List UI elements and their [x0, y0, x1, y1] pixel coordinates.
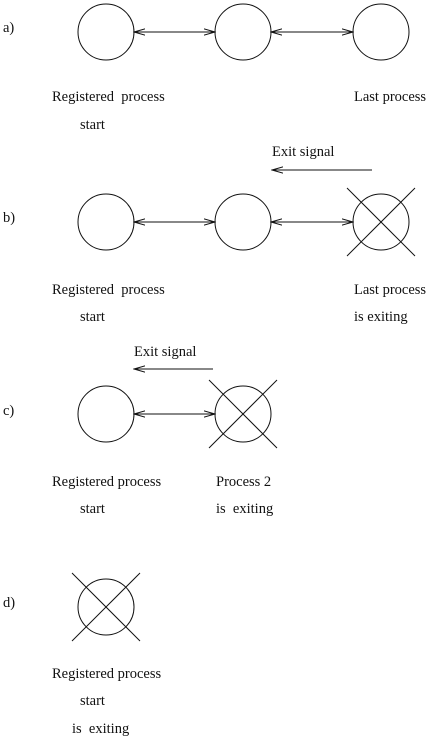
- panel-b: Exit signal b) Registered process start …: [3, 144, 426, 325]
- process-2-label: Process 2: [216, 474, 271, 490]
- exit-cross-icon: [208, 379, 278, 449]
- registered-process-sublabel: start: [80, 693, 105, 709]
- panel-d-label: d): [3, 595, 15, 611]
- last-process-label: Last process: [354, 89, 426, 105]
- panel-a-label: a): [3, 20, 14, 36]
- registered-process-sublabel: start: [80, 501, 105, 517]
- process-node-middle: [214, 3, 272, 61]
- process-node-registered: [77, 385, 135, 443]
- process-node-registered: [77, 3, 135, 61]
- registered-process-sublabel: start: [80, 117, 105, 133]
- registered-process-label: Registered process: [52, 282, 165, 298]
- panel-c: Exit signal c) Registered process start …: [3, 344, 278, 517]
- exit-cross-icon: [71, 572, 141, 642]
- process-node-registered: [77, 193, 135, 251]
- exit-signal-label: Exit signal: [272, 144, 334, 160]
- panel-c-label: c): [3, 403, 14, 419]
- registered-process-label: Registered process: [52, 666, 161, 682]
- last-process-sublabel: is exiting: [354, 309, 408, 325]
- exit-cross-icon: [346, 187, 416, 257]
- last-process-label: Last process: [354, 282, 426, 298]
- registered-process-label: Registered process: [52, 474, 161, 490]
- process-node-middle: [214, 193, 272, 251]
- panel-d: d) Registered process start is exiting: [3, 572, 161, 737]
- registered-process-label: Registered process: [52, 89, 165, 105]
- panel-a: a) Registered process start Last process: [3, 3, 426, 133]
- panel-b-label: b): [3, 210, 15, 226]
- process-2-sublabel: is exiting: [216, 501, 273, 517]
- exit-signal-label: Exit signal: [134, 344, 196, 360]
- registered-process-sublabel: start: [80, 309, 105, 325]
- registered-process-exiting-label: is exiting: [72, 721, 129, 737]
- process-node-last: [352, 3, 410, 61]
